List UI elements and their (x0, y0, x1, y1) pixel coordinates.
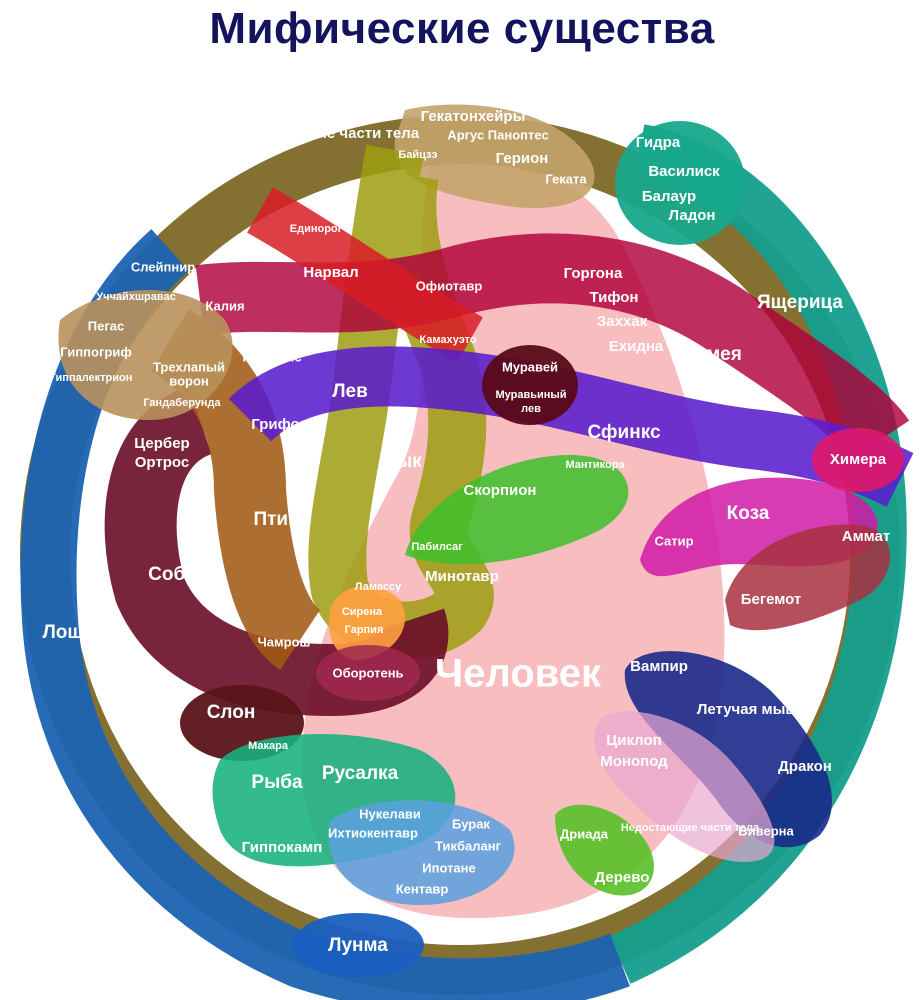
group-human: Человек (435, 652, 602, 696)
label-pegasus: Пегас (88, 318, 124, 333)
region-centaur (328, 800, 515, 905)
region-chimera (812, 428, 904, 492)
label-ammit: Аммат (842, 528, 891, 545)
label-sphinx: Сфинкс (587, 422, 661, 443)
label-nuckelavee: Нукелави (359, 806, 421, 821)
label-monopod: Монопод (600, 753, 668, 770)
group-scorpion: Скорпион (464, 482, 537, 499)
label-myrmecoleon-2: лев (521, 403, 541, 415)
label-ichthyocentaur: Ихтиокентавр (328, 825, 418, 840)
region-missing-parts (594, 711, 775, 862)
page-title: Мифические существа (209, 4, 715, 53)
label-pabilsag: Пабилсаг (411, 541, 463, 553)
region-snake (195, 233, 910, 461)
group-extra-parts-line1: Дополнительные части тела (205, 125, 420, 142)
label-narwhal: Нарвал (303, 264, 358, 281)
label-lunma: Лунма (328, 935, 388, 956)
label-harpy: Гарпия (345, 624, 384, 636)
label-orthrus: Ортрос (135, 454, 189, 471)
region-narwhal (247, 187, 483, 363)
label-argus: Аргус Паноптес (447, 127, 548, 142)
label-sleipnir: Слейпнир (131, 259, 195, 274)
label-makara: Макара (248, 740, 289, 752)
group-bull: Бык (382, 451, 422, 472)
label-hippalectryon: Гиппалектрион (50, 372, 133, 384)
label-hippogriff: Гиппогриф (60, 344, 131, 359)
region-ant (482, 345, 578, 425)
label-wyvern: Виверна (738, 823, 794, 838)
region-horse-tan (58, 290, 233, 420)
label-hekatoncheires: Гекатонхейры (421, 108, 526, 125)
group-dog: Собака (148, 564, 216, 585)
label-geryon: Герион (496, 150, 549, 167)
region-siren (328, 586, 406, 660)
region-behemoth (725, 524, 890, 631)
label-centaur: Кентавр (396, 881, 449, 896)
label-behemoth: Бегемот (741, 591, 802, 608)
region-scorpion (405, 455, 629, 565)
label-three-legged-crow-1: Трехлапый (153, 359, 225, 374)
region-werewolf (316, 645, 420, 701)
label-balaur: Балаур (642, 188, 696, 205)
label-manticore: Мантикора (565, 459, 625, 471)
label-griffin: Грифон (251, 416, 308, 433)
label-lamassu: Ламассу (355, 581, 402, 593)
label-hecate: Геката (545, 171, 587, 186)
group-tree: Дерево (595, 869, 650, 886)
label-satyr: Сатир (654, 533, 693, 548)
group-fish: Рыба (251, 772, 303, 793)
label-kamahueto: Камахуэто (419, 334, 476, 346)
group-bird: Птица (253, 509, 311, 530)
label-ipotane: Ипотане (422, 860, 476, 875)
region-extra-parts-inner (394, 104, 595, 208)
region-tree (555, 804, 654, 896)
group-missing-parts: Недостающие части тела (621, 822, 760, 834)
group-elephant: Слон (207, 702, 256, 723)
label-cockatrice: Кокатрис (242, 349, 301, 364)
group-ant: Муравей (502, 359, 558, 374)
label-mermaid: Русалка (322, 763, 399, 784)
label-zahhak: Заххак (597, 313, 648, 330)
label-tikbalang: Тикбаланг (435, 838, 502, 853)
region-lunma (292, 913, 424, 977)
label-unicorn: Единорог (290, 223, 343, 235)
label-ladon: Ладон (669, 207, 716, 224)
label-dryad: Дриада (560, 826, 609, 841)
label-siren: Сирена (342, 606, 383, 618)
label-dragon: Дракон (778, 758, 832, 775)
group-horse: Лошадь (42, 622, 117, 643)
label-echidna: Ехидна (609, 338, 664, 355)
label-baitse: Байцзэ (398, 149, 437, 161)
label-chamrosh: Чамрош (258, 634, 311, 649)
label-cerberus: Цербер (134, 435, 189, 452)
region-horse (20, 229, 630, 1000)
label-uchchaihshravas: Уччайхшравас (96, 291, 175, 303)
label-gandaberunda: Гандаберунда (143, 397, 221, 409)
label-typhon: Тифон (590, 289, 639, 306)
label-chimera: Химера (830, 451, 887, 468)
group-lion: Лев (332, 381, 368, 402)
label-cyclops: Циклоп (606, 732, 661, 749)
group-bat: Летучая мышь (697, 701, 807, 718)
label-minotaur: Минотавр (425, 568, 499, 585)
group-snake: Змея (694, 344, 742, 365)
group-goat: Коза (727, 503, 770, 524)
label-ophiotaurus: Офиотавр (416, 278, 483, 293)
label-vampire: Вампир (630, 658, 688, 675)
label-hydra: Гидра (636, 134, 681, 151)
label-gorgon: Горгона (564, 265, 623, 282)
label-myrmecoleon-1: Муравьиный (495, 389, 566, 401)
label-werewolf: Оборотень (332, 665, 403, 680)
label-three-legged-crow-2: ворон (169, 373, 209, 388)
label-buraq: Бурак (452, 816, 490, 831)
label-basilisk: Василиск (648, 163, 720, 180)
group-lizard: Ящерица (757, 292, 843, 313)
region-hydra-blob (615, 121, 745, 245)
region-bat (624, 651, 832, 848)
label-hippocamp: Гиппокамп (242, 839, 323, 856)
label-kaliya: Калия (205, 298, 244, 313)
